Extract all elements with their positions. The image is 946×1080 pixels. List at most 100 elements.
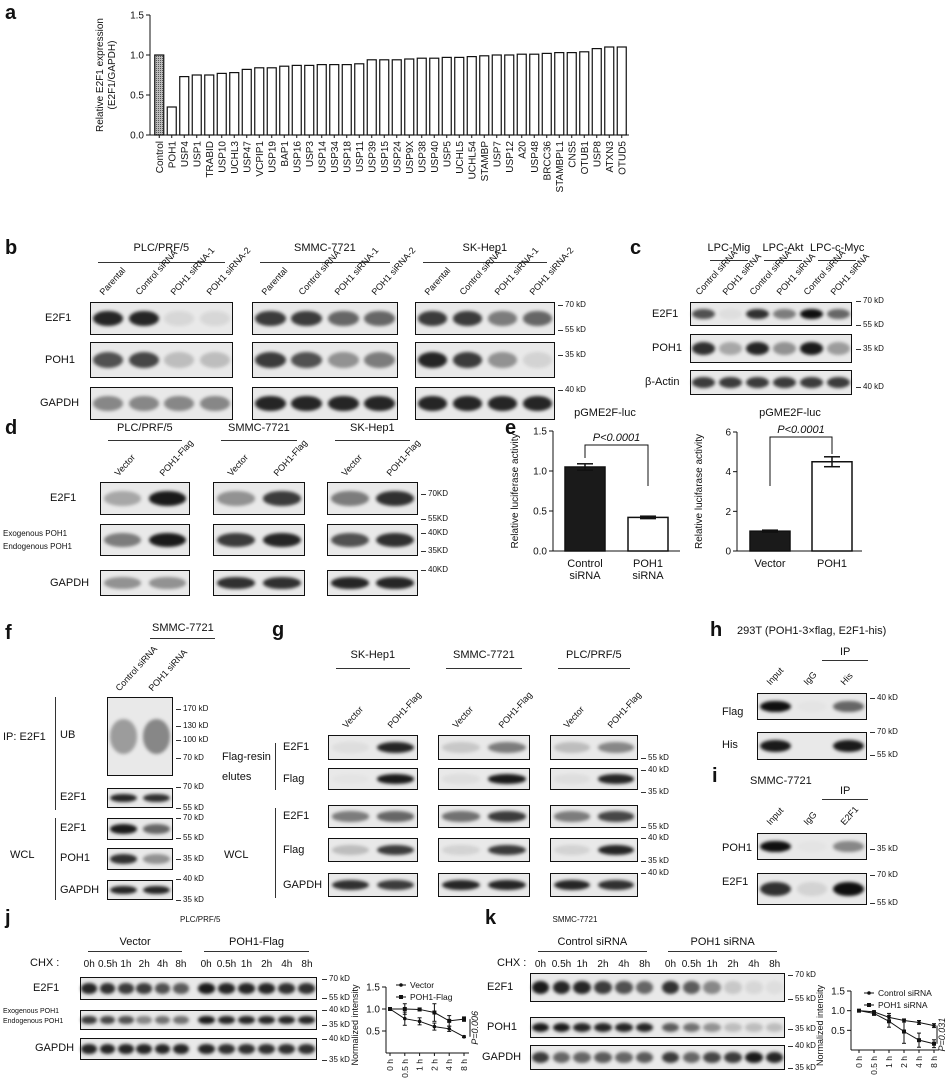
x-tick-label: STAMBPL1 — [555, 141, 566, 193]
p-value: P<0.0001 — [777, 424, 824, 436]
marker-tick — [558, 355, 563, 356]
protein-band — [522, 396, 553, 411]
timepoint-label: 0.5h — [216, 959, 237, 970]
group-underline — [150, 638, 215, 639]
group-title: SMMC-7721 — [228, 422, 290, 434]
protein-band — [148, 577, 187, 589]
protein-band — [597, 811, 635, 822]
side-group-label: Flag-resin — [222, 751, 271, 763]
protein-band — [327, 311, 359, 326]
group-underline — [423, 262, 547, 263]
protein-band — [254, 352, 286, 368]
protein-band — [376, 742, 415, 753]
x-tick-label: VCPIP1 — [255, 141, 266, 177]
bar-0 — [749, 530, 791, 552]
blot-membrane-f — [107, 788, 173, 808]
row-label: E2F1 — [652, 308, 679, 320]
marker-tick — [421, 533, 426, 534]
x-tick-label: USP19 — [267, 141, 278, 173]
marker-tick — [788, 1029, 793, 1030]
series-line-Control siRNA — [858, 1010, 935, 1027]
data-point-Vector — [388, 1007, 392, 1011]
protein-band — [441, 811, 481, 822]
group-underline — [98, 262, 225, 263]
data-point-Control siRNA — [932, 1023, 936, 1028]
protein-band — [262, 577, 302, 589]
blot-membrane-g — [438, 805, 530, 828]
size-marker: 35 kD — [329, 1055, 350, 1064]
protein-band — [615, 1052, 633, 1063]
size-marker: 55KD — [428, 514, 449, 523]
panel-label-k: k — [485, 907, 497, 929]
bar-POH1 — [166, 106, 177, 136]
size-marker: 35 kD — [795, 1024, 816, 1033]
marker-tick — [322, 1039, 327, 1040]
size-marker: 35 kD — [329, 1020, 350, 1029]
x-tick-label: 1 h — [415, 1059, 425, 1071]
protein-band — [759, 840, 791, 853]
protein-band — [298, 1015, 316, 1025]
x-tick-label: POH1 — [167, 141, 178, 169]
size-marker: 40 kD — [329, 1005, 350, 1014]
blot-membrane-k — [530, 1045, 785, 1070]
timepoint-label: 0h — [664, 959, 677, 970]
row-label: Flag — [722, 706, 744, 718]
protein-band — [661, 981, 680, 994]
bar-USP48 — [529, 53, 540, 136]
chart-y-label: Relative lucifarase activity — [694, 434, 705, 549]
chart-e2-y-tick-label: 0 — [725, 547, 731, 558]
protein-band — [635, 1052, 654, 1063]
protein-band — [364, 311, 396, 326]
protein-band — [92, 396, 123, 411]
protein-band — [164, 352, 195, 368]
blot-membrane-f — [107, 848, 173, 870]
x-tick-label: OTUB1 — [580, 141, 591, 175]
protein-band — [142, 793, 171, 803]
x-tick-label: 2 h — [899, 1056, 909, 1068]
row-label: Endogenous POH1 — [3, 1018, 64, 1025]
bar-USP3 — [304, 64, 315, 136]
bar-USP18 — [341, 63, 352, 136]
marker-tick — [176, 818, 181, 819]
blot-membrane-f — [107, 697, 173, 776]
blot-membrane-g — [550, 838, 638, 862]
x-tick-label: siRNA — [632, 570, 664, 582]
data-point-Vector — [417, 1019, 422, 1024]
row-label: E2F1 — [60, 822, 87, 834]
side-group-bracket — [275, 808, 276, 898]
protein-band — [719, 377, 742, 388]
data-point-POH1 siRNA — [902, 1029, 906, 1034]
marker-tick — [421, 570, 426, 571]
marker-tick — [421, 519, 426, 520]
size-marker: 35 kD — [795, 1063, 816, 1072]
timepoint-label: 4h — [618, 959, 630, 970]
timepoint-label: 1h — [706, 959, 718, 970]
size-marker: 40 kD — [329, 1034, 350, 1043]
chart-k-y-tick-label: 0.5 — [831, 1026, 845, 1037]
x-tick-label: USP39 — [367, 141, 378, 173]
blot-membrane-f — [107, 880, 173, 900]
protein-band — [217, 983, 235, 994]
protein-band — [800, 377, 823, 388]
protein-band — [200, 352, 231, 368]
protein-band — [376, 577, 415, 589]
protein-band — [237, 1044, 255, 1054]
bar-BRCC36 — [541, 52, 552, 136]
protein-band — [173, 1015, 189, 1025]
group-title: SK-Hep1 — [350, 422, 395, 434]
protein-band — [142, 885, 171, 895]
protein-band — [216, 577, 256, 589]
protein-band — [216, 491, 256, 506]
blot-membrane-b — [90, 387, 233, 420]
blot-membrane-g — [550, 768, 638, 790]
group-underline — [446, 668, 522, 669]
size-marker: 130 kD — [183, 721, 209, 730]
protein-band — [765, 981, 784, 994]
timepoint-label: 4h — [748, 959, 760, 970]
protein-band — [109, 854, 138, 864]
timepoint-label: 1h — [576, 959, 588, 970]
protein-band — [330, 577, 369, 589]
x-tick-label: 1 h — [884, 1056, 894, 1068]
marker-tick — [176, 740, 181, 741]
protein-band — [103, 491, 142, 506]
